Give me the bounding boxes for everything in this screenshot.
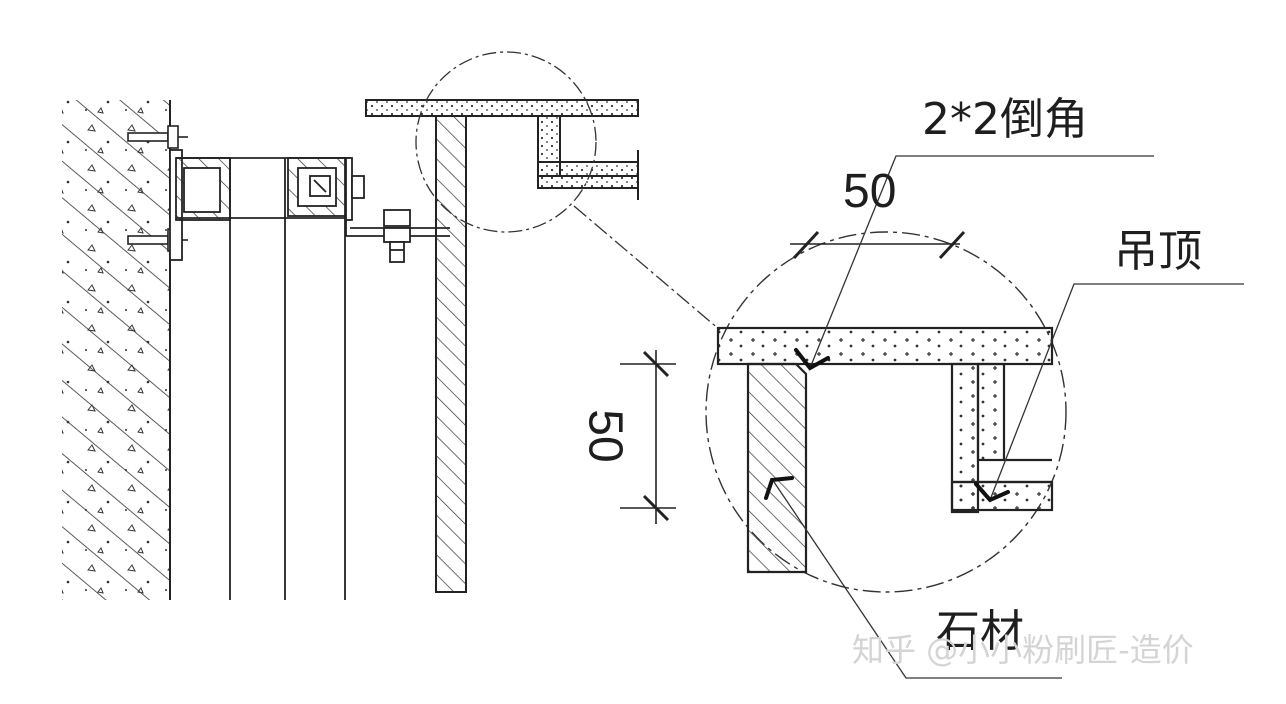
chamfer-label: 2*2倒角 bbox=[922, 94, 1088, 145]
wall-bracket bbox=[169, 149, 231, 261]
chamfer-leader bbox=[809, 155, 1154, 369]
dimension-top-label: 50 bbox=[843, 165, 897, 218]
detail-callout-circle bbox=[415, 51, 597, 233]
enlarged-ceiling-board bbox=[716, 326, 1054, 514]
watermark-text: 知乎 @小小粉刷匠-造价 bbox=[852, 631, 1194, 669]
concrete-wall bbox=[62, 100, 171, 600]
leader-lines bbox=[773, 155, 1244, 679]
dimension-side-label: 50 bbox=[578, 409, 632, 463]
detail-callout-leader bbox=[573, 205, 721, 331]
ceiling-board bbox=[365, 99, 639, 200]
ceiling-leader bbox=[989, 283, 1244, 501]
enlarged-detail bbox=[620, 155, 1244, 679]
enlarged-stone-panel bbox=[746, 362, 808, 574]
main-section bbox=[62, 51, 721, 600]
square-tube bbox=[287, 157, 365, 221]
dimension-line-top bbox=[790, 230, 966, 260]
stone-leader bbox=[773, 481, 1062, 679]
vertical-keel bbox=[176, 157, 350, 600]
enlarged-detail-circle bbox=[705, 231, 1067, 593]
ceiling-label: 吊顶 bbox=[1114, 226, 1202, 277]
anchor-bolt-upper bbox=[127, 125, 188, 149]
angle-connector bbox=[345, 209, 450, 263]
arrowheads bbox=[764, 348, 1010, 503]
dimension-line-side bbox=[620, 350, 676, 524]
stone-label: 石材 bbox=[936, 606, 1024, 657]
stone-panel bbox=[435, 115, 467, 593]
